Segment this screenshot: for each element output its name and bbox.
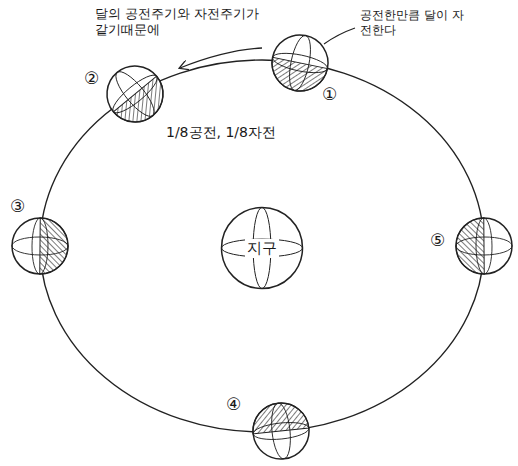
callout-number: ① xyxy=(322,84,337,105)
callout-number: ③ xyxy=(10,196,25,217)
moon xyxy=(250,400,311,461)
note-text: 공전한만큼 달이 자전한다 xyxy=(360,8,472,38)
callout-number: ② xyxy=(84,68,99,89)
moon xyxy=(12,218,68,274)
moon-orbit xyxy=(40,60,484,432)
earth-circle: 지구 xyxy=(220,206,304,290)
node-label: 지구 xyxy=(245,239,279,258)
moon xyxy=(456,218,512,274)
direction-arrow xyxy=(180,48,262,68)
callout-number: ④ xyxy=(226,394,241,415)
note-text: 달의 공전주기와 자전주기가 같기때문에 xyxy=(95,6,260,39)
callout-number: ⑤ xyxy=(430,230,445,251)
leader-line xyxy=(324,28,355,44)
fraction-note: 1/8공전, 1/8자전 xyxy=(166,124,276,142)
moon xyxy=(96,55,175,134)
